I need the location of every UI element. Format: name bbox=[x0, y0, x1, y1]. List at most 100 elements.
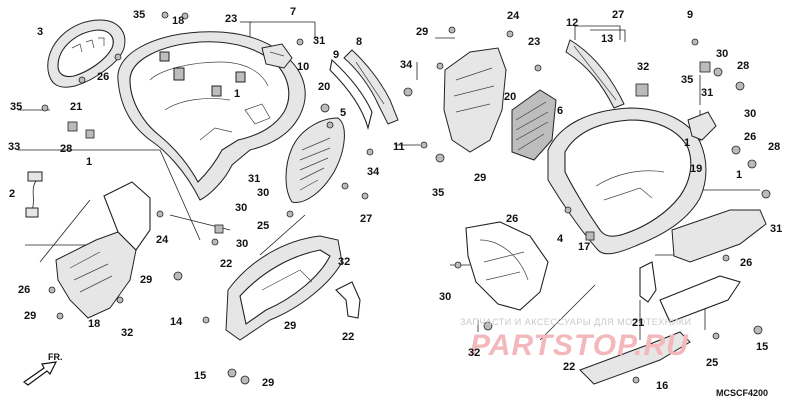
callout: 29 bbox=[284, 320, 296, 332]
callout: 31 bbox=[248, 173, 260, 185]
callout: 1 bbox=[736, 169, 742, 181]
part-12-13-strip bbox=[565, 39, 625, 109]
callout: 26 bbox=[506, 213, 518, 225]
callout: 27 bbox=[360, 213, 372, 225]
callout: 31 bbox=[701, 87, 713, 99]
callout-labels: 35 18 23 7 3 31 9 8 26 10 1 21 20 35 5 2… bbox=[8, 6, 782, 392]
front-direction-arrow: FR. bbox=[22, 352, 63, 386]
part-19-center-panel bbox=[443, 47, 507, 153]
callout: 4 bbox=[557, 233, 564, 245]
watermark-brand: PARTSTOP.RU bbox=[470, 329, 689, 362]
part-15-strip-right bbox=[639, 261, 657, 303]
callout: 32 bbox=[637, 61, 649, 73]
callout: 29 bbox=[416, 26, 428, 38]
watermark: ЗАПЧАСТИ И АКСЕССУАРЫ ДЛЯ МОТОТЕХНИКИ PA… bbox=[460, 317, 691, 362]
part-9-strip-left bbox=[329, 58, 373, 131]
callout: 22 bbox=[220, 258, 232, 270]
callout: 35 bbox=[10, 101, 22, 113]
callout: 18 bbox=[88, 318, 100, 330]
callout: 18 bbox=[172, 15, 184, 27]
diagram-code: MCSCF4200 bbox=[716, 388, 768, 398]
callout: 8 bbox=[356, 36, 362, 48]
callout: 20 bbox=[504, 91, 516, 103]
callout: 7 bbox=[290, 6, 296, 18]
part-14-lower-cowl bbox=[225, 235, 343, 341]
callout: 21 bbox=[70, 101, 82, 113]
callout: 25 bbox=[257, 220, 269, 232]
callout: 32 bbox=[468, 347, 480, 359]
part-18-lower-left-panel bbox=[55, 181, 151, 319]
callout: 30 bbox=[236, 238, 248, 250]
callout: 13 bbox=[601, 33, 613, 45]
callout: 22 bbox=[342, 331, 354, 343]
callout: 30 bbox=[257, 187, 269, 199]
callout: 19 bbox=[690, 163, 702, 175]
callout: 28 bbox=[737, 60, 749, 72]
callout: 26 bbox=[18, 284, 30, 296]
callout: 10 bbox=[297, 61, 309, 73]
callout: 12 bbox=[566, 17, 578, 29]
callout: 21 bbox=[632, 317, 644, 329]
callout: 28 bbox=[768, 141, 780, 153]
callout: 29 bbox=[140, 274, 152, 286]
watermark-tagline: ЗАПЧАСТИ И АКСЕССУАРЫ ДЛЯ МОТОТЕХНИКИ bbox=[460, 317, 691, 327]
callout: 26 bbox=[744, 131, 756, 143]
callout: 16 bbox=[656, 380, 668, 392]
callout: 32 bbox=[121, 327, 133, 339]
part-15-strip-left bbox=[335, 281, 361, 319]
callout: 35 bbox=[432, 187, 444, 199]
callout: 29 bbox=[24, 310, 36, 322]
callout: 1 bbox=[86, 156, 92, 168]
callout: 29 bbox=[262, 377, 274, 389]
part-5-vent-panel bbox=[285, 117, 345, 203]
callout: 26 bbox=[97, 71, 109, 83]
fasteners bbox=[41, 11, 771, 385]
callout: 9 bbox=[687, 9, 693, 21]
callout: 1 bbox=[234, 88, 240, 100]
callout: 31 bbox=[770, 223, 782, 235]
callout: 24 bbox=[156, 234, 169, 246]
callout: 24 bbox=[507, 10, 520, 22]
part-16-lower-bracket bbox=[579, 275, 741, 385]
callout: 30 bbox=[439, 291, 451, 303]
callout: 23 bbox=[225, 13, 237, 25]
callout: 31 bbox=[313, 35, 325, 47]
part-8-strip bbox=[343, 49, 399, 125]
callout: 22 bbox=[563, 361, 575, 373]
callout: 30 bbox=[716, 48, 728, 60]
front-arrow-label: FR. bbox=[48, 352, 63, 362]
callout: 32 bbox=[338, 256, 350, 268]
callout: 30 bbox=[744, 108, 756, 120]
callout: 30 bbox=[235, 202, 247, 214]
callout: 20 bbox=[318, 81, 330, 93]
callout: 27 bbox=[612, 9, 624, 21]
callout: 34 bbox=[400, 59, 413, 71]
callout: 23 bbox=[528, 36, 540, 48]
callout: 25 bbox=[706, 357, 718, 369]
callout: 1 bbox=[684, 137, 690, 149]
part-7-upper-inner-cowl bbox=[117, 31, 306, 201]
part-6-vent bbox=[511, 89, 557, 161]
callout: 17 bbox=[578, 241, 590, 253]
callout: 15 bbox=[756, 341, 768, 353]
callout: 34 bbox=[367, 166, 380, 178]
callout: 6 bbox=[557, 105, 563, 117]
callout: 11 bbox=[393, 141, 405, 153]
part-11-bracket bbox=[687, 111, 717, 141]
part-10-bracket bbox=[261, 43, 293, 69]
part-4-main-cowl bbox=[547, 107, 707, 255]
callout: 15 bbox=[194, 370, 206, 382]
callout: 33 bbox=[8, 141, 20, 153]
part-17-inner-panel bbox=[465, 221, 549, 311]
part-3-mirror-housing bbox=[47, 19, 126, 88]
callout: 14 bbox=[170, 316, 183, 328]
part-4-side-panel bbox=[671, 209, 767, 263]
callout: 29 bbox=[474, 172, 486, 184]
callout: 35 bbox=[133, 9, 145, 21]
callout: 2 bbox=[9, 188, 15, 200]
callout: 26 bbox=[740, 257, 752, 269]
callout: 5 bbox=[340, 107, 346, 119]
callout: 3 bbox=[37, 26, 43, 38]
part-2-wire-harness bbox=[25, 171, 43, 218]
